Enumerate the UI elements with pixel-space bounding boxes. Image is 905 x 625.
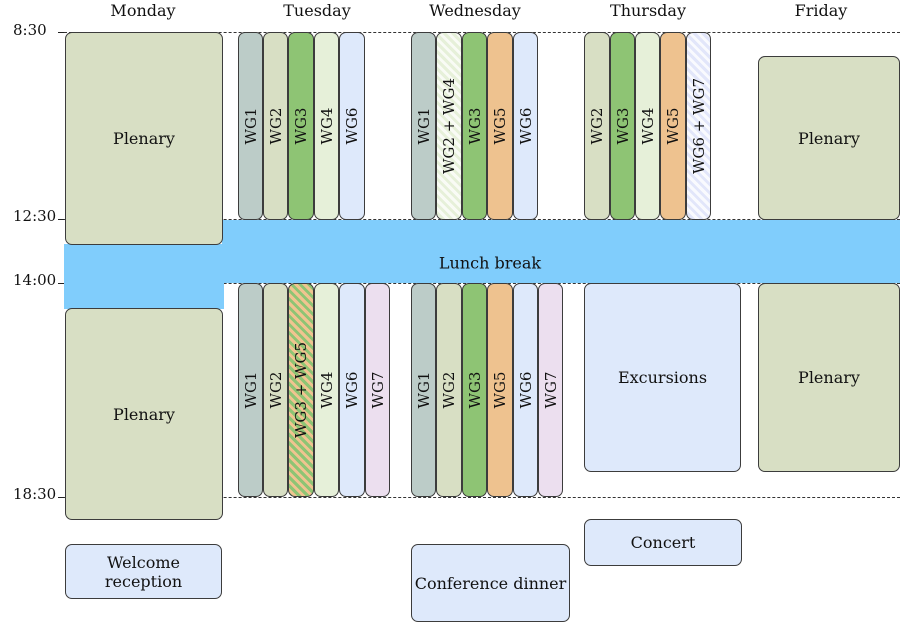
time-label-1400: 14:00 [13,271,57,289]
wg-session-thu-am-wg5: WG5 [660,32,686,220]
day-heading-friday: Friday [794,1,848,20]
wg-session-wed-am-wg6: WG6 [513,32,538,220]
wg-session-thu-am-wg4: WG4 [635,32,660,220]
wg-session-tue-pm-wg4: WG4 [314,283,339,497]
gridline-1830 [64,497,900,498]
wg-session-wed-pm-wg7: WG7 [538,283,563,497]
wg-session-thu-am-wg2: WG2 [584,32,610,220]
wg-session-thu-am-wg3: WG3 [610,32,635,220]
excursions-thursday: Excursions [584,283,741,472]
wg-session-tue-am-wg2: WG2 [263,32,288,220]
wg-session-wed-am-wg1: WG1 [411,32,436,220]
plenary-monday-morning: Plenary [65,32,223,245]
wg-session-wed-pm-wg5: WG5 [487,283,513,497]
wg-session-wed-pm-wg2: WG2 [436,283,462,497]
wg-session-wed-pm-wg1: WG1 [411,283,436,497]
day-heading-tuesday: Tuesday [283,1,351,20]
wg-session-wed-am-wg5: WG5 [487,32,513,220]
wg-session-thu-am-wg6-wg7: WG6 + WG7 [686,32,711,220]
time-tick [58,219,64,220]
wg-session-tue-pm-wg2: WG2 [263,283,288,497]
day-heading-monday: Monday [110,1,176,20]
time-label-0830: 8:30 [13,21,47,39]
concert: Concert [584,519,742,566]
wg-session-wed-pm-wg6: WG6 [513,283,538,497]
day-heading-wednesday: Wednesday [429,1,521,20]
time-label-1230: 12:30 [13,207,57,225]
wg-session-tue-am-wg3: WG3 [288,32,314,220]
plenary-friday-afternoon: Plenary [758,283,900,472]
lunch-band-monday [64,244,224,309]
time-tick [58,283,64,284]
wg-session-tue-pm-wg6: WG6 [339,283,365,497]
wg-session-tue-pm-wg7: WG7 [365,283,390,497]
wg-session-tue-pm-wg1: WG1 [238,283,263,497]
wg-session-tue-pm-wg3-wg5: WG3 + WG5 [288,283,314,497]
time-tick [58,497,64,498]
plenary-friday-morning: Plenary [758,56,900,220]
time-tick [58,32,64,33]
wg-session-wed-am-wg2-wg4: WG2 + WG4 [436,32,462,220]
welcome-reception: Welcome reception [65,544,222,599]
day-heading-thursday: Thursday [610,1,686,20]
plenary-monday-afternoon: Plenary [65,308,223,520]
time-label-1830: 18:30 [13,485,57,503]
lunch-break-label: Lunch break [438,253,542,273]
wg-session-tue-am-wg6: WG6 [339,32,365,220]
wg-session-tue-am-wg1: WG1 [238,32,263,220]
wg-session-wed-am-wg3: WG3 [462,32,487,220]
lunch-band [222,220,900,283]
wg-session-wed-pm-wg3: WG3 [462,283,487,497]
conference-dinner: Conference dinner [411,544,570,622]
wg-session-tue-am-wg4: WG4 [314,32,339,220]
